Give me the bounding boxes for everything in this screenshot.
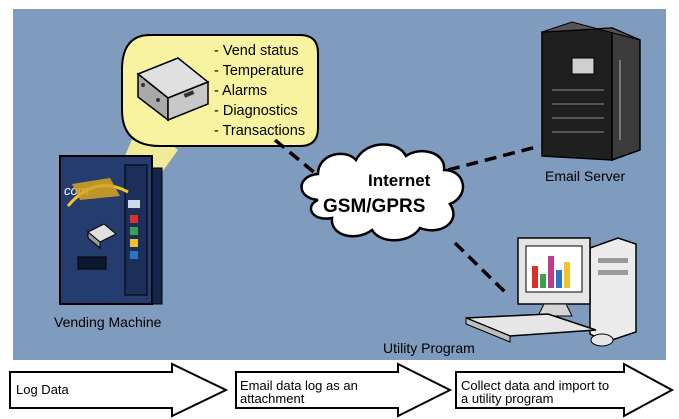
desktop-computer-icon [465,237,637,347]
cloud-icon [300,143,465,242]
cloud-label-internet: Internet [368,171,431,190]
step-arrow-log-data [9,362,229,418]
step-1-text: Log Data [16,382,69,397]
list-item: - Diagnostics [214,103,298,119]
gsm-modem-icon [136,57,210,122]
step-arrow-email-log [235,362,453,418]
process-arrows [9,362,675,418]
connection-lines [273,138,541,294]
list-item: - Vend status [214,43,299,59]
cloud-label-gsm-gprs: GSM/GPRS [323,196,426,217]
utility-program-label: Utility Program [383,340,475,356]
vending-machine-label: Vending Machine [54,314,162,330]
step-2-text: Email data log as an attachment [240,378,358,406]
email-server-label: Email Server [545,168,626,184]
step-arrow-collect-data [455,362,675,418]
vending-machine-icon: com [59,155,163,305]
server-rack-icon [541,21,641,162]
list-item: - Transactions [214,123,306,139]
step-3-text: Collect data and import to a utility pro… [461,378,610,406]
monitored-data-list: - Vend status - Temperature - Alarms - D… [214,41,305,141]
list-item: - Alarms [214,83,268,99]
list-item: - Temperature [214,63,304,79]
